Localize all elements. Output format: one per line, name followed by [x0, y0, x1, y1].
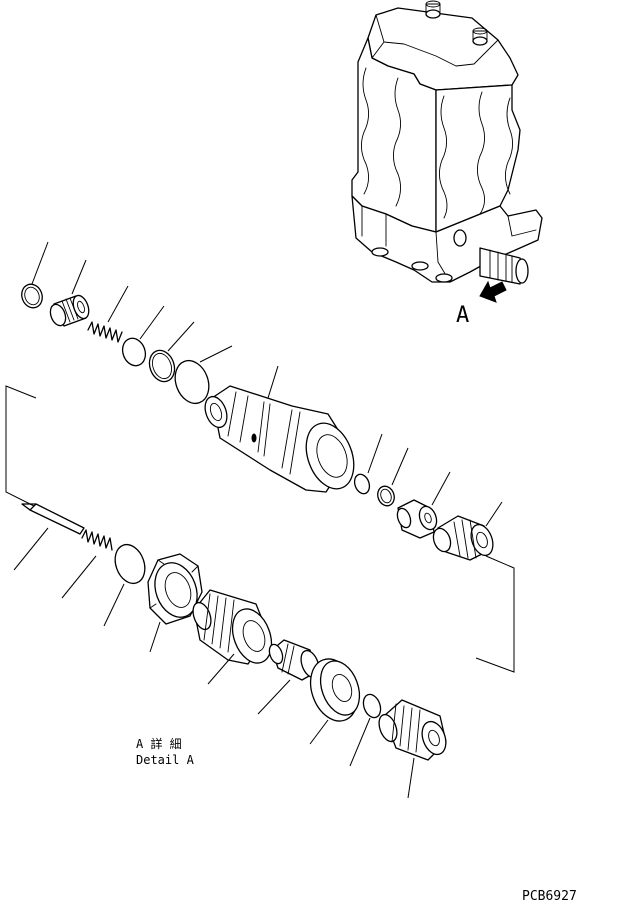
- view-label: A: [456, 303, 469, 328]
- o-ring-1: [121, 305, 165, 367]
- drawing-code: PCB6927: [522, 889, 577, 904]
- lock-nut-2: [309, 658, 361, 745]
- o-ring-2: [174, 345, 233, 405]
- backup-ring-small: [377, 447, 409, 507]
- adjuster-body: [192, 589, 273, 685]
- detail-bracket: [5, 385, 515, 673]
- threaded-sleeve-right: [432, 501, 503, 561]
- o-ring-4: [103, 543, 146, 627]
- snap-ring: [21, 241, 49, 309]
- threaded-sleeve-small: [49, 259, 90, 327]
- adjusting-screw: [378, 699, 447, 799]
- pin: [13, 503, 85, 571]
- backup-ring: [148, 321, 195, 383]
- valve-body-assembly: [351, 0, 543, 285]
- detail-caption-line1: A 詳 細: [136, 736, 182, 751]
- spring-small: [87, 285, 129, 343]
- spring-2: [61, 529, 113, 599]
- view-direction-arrow-icon: [479, 280, 507, 303]
- o-ring-3: [353, 433, 383, 495]
- lock-nut: [147, 553, 203, 653]
- o-ring-5: [349, 693, 382, 767]
- detail-caption-line2: Detail A: [136, 753, 195, 767]
- valve-housing: [204, 365, 355, 493]
